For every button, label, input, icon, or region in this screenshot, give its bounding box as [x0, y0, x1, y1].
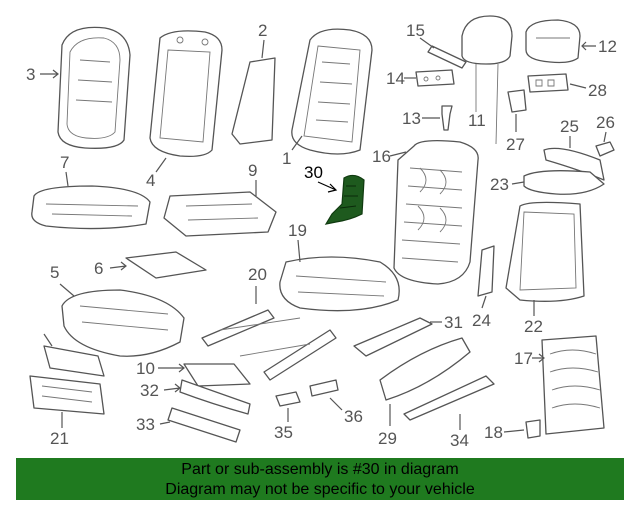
callout-22: 22	[524, 317, 543, 336]
callout-29: 29	[378, 429, 397, 448]
leader-28	[569, 83, 587, 89]
callout-24: 24	[472, 311, 491, 330]
callout-16: 16	[372, 147, 391, 166]
callout-12: 12	[598, 37, 617, 56]
callout-21: 21	[50, 429, 69, 448]
leader-10	[158, 363, 185, 373]
part-9-seat-pad[interactable]	[163, 191, 277, 237]
part-17-spring-mat[interactable]	[541, 335, 605, 435]
leader-32	[163, 383, 181, 393]
leader-36	[329, 397, 343, 411]
callout-18: 18	[484, 423, 503, 442]
callout-32: 32	[140, 381, 159, 400]
part-35-clip[interactable]	[275, 391, 301, 407]
banner-line-2: Diagram may not be specific to your vehi…	[165, 481, 475, 498]
part-26-clip[interactable]	[595, 141, 615, 157]
callout-31: 31	[444, 313, 463, 332]
part-31-lever[interactable]	[353, 317, 433, 357]
part-22-back-panel[interactable]	[505, 201, 585, 302]
callout-34: 34	[450, 431, 469, 450]
callout-13: 13	[402, 109, 421, 128]
callout-1: 1	[282, 149, 291, 168]
callout-27: 27	[506, 135, 525, 154]
part-15-trim-strip[interactable]	[427, 45, 467, 69]
leader-3	[40, 69, 59, 79]
part-29-side-shield[interactable]	[379, 337, 471, 401]
callout-14: 14	[386, 69, 405, 88]
callout-9: 9	[248, 161, 257, 180]
part-36-clip[interactable]	[309, 379, 339, 397]
callout-11: 11	[468, 111, 486, 130]
callout-26: 26	[596, 113, 615, 132]
part-1-backrest-foam[interactable]	[291, 28, 373, 155]
part-20-seat-rail[interactable]	[201, 309, 337, 381]
leader-24	[481, 295, 487, 309]
part-10-trim[interactable]	[183, 363, 251, 387]
leader-17	[532, 353, 545, 363]
part-8-pad[interactable]	[43, 345, 105, 377]
callout-17: 17	[514, 349, 533, 368]
callout-5: 5	[50, 263, 59, 282]
part-13-guide-pin[interactable]	[441, 105, 453, 131]
part-24-side-panel[interactable]	[477, 245, 495, 297]
part-23-back-cover[interactable]	[523, 170, 605, 195]
part-6-mat[interactable]	[125, 251, 207, 279]
part-30-highlighted[interactable]	[324, 174, 365, 225]
callout-3: 3	[26, 65, 35, 84]
callout-6: 6	[94, 259, 103, 278]
part-4-backrest-panel[interactable]	[149, 30, 223, 158]
part-16-backrest-frame[interactable]	[393, 140, 479, 285]
leader-15	[419, 37, 435, 49]
callout-33: 33	[136, 415, 155, 434]
part-19-seat-pan[interactable]	[279, 256, 400, 312]
part-21-plate[interactable]	[29, 375, 105, 415]
part-34-lower-trim[interactable]	[403, 375, 495, 421]
leader-23	[511, 181, 525, 185]
leader-19	[297, 239, 301, 263]
leader-2	[261, 39, 265, 59]
leader-7	[65, 171, 69, 187]
info-banner: Part or sub-assembly is #30 in diagram D…	[16, 458, 624, 500]
callout-10: 10	[136, 359, 155, 378]
leader-6	[109, 261, 127, 271]
callout-7: 7	[60, 153, 69, 172]
callout-4: 4	[146, 171, 155, 190]
seat-exploded-diagram: 3 4 2 1 15 14 13 11	[26, 15, 617, 450]
callout-19: 19	[288, 221, 307, 240]
banner-line-1: Part or sub-assembly is #30 in diagram	[181, 461, 459, 478]
part-27-bracket[interactable]	[507, 89, 527, 113]
leader-30	[317, 181, 338, 193]
leader-4	[155, 157, 167, 173]
leader-33	[159, 421, 171, 425]
callout-28: 28	[588, 81, 607, 100]
callout-2: 2	[258, 21, 267, 40]
callout-35: 35	[274, 423, 293, 442]
part-33-bar[interactable]	[167, 407, 241, 443]
callout-23: 23	[490, 175, 509, 194]
part-32-cover[interactable]	[179, 379, 251, 415]
callout-25: 25	[560, 117, 579, 136]
part-28-switch[interactable]	[527, 73, 569, 93]
leader-16	[389, 151, 407, 157]
part-14-bracket[interactable]	[415, 69, 455, 87]
leader-12	[581, 41, 596, 51]
callout-20: 20	[248, 265, 267, 284]
part-7-seat-cushion-cover[interactable]	[31, 185, 151, 230]
part-5-seat-foam[interactable]	[61, 289, 185, 357]
callout-36: 36	[344, 407, 363, 426]
leader-5	[59, 283, 75, 297]
part-3-backrest-cover[interactable]	[57, 26, 131, 149]
leader-26	[603, 131, 607, 143]
leader-8	[43, 333, 53, 347]
part-11-headrest[interactable]	[461, 15, 513, 145]
callout-15: 15	[406, 21, 425, 40]
callout-30: 30	[304, 163, 323, 182]
part-2-back-pad[interactable]	[231, 57, 276, 145]
leader-1	[291, 135, 303, 151]
leader-18	[503, 429, 525, 433]
part-12-headrest-cover[interactable]	[525, 19, 581, 64]
part-18-clip[interactable]	[525, 419, 541, 439]
